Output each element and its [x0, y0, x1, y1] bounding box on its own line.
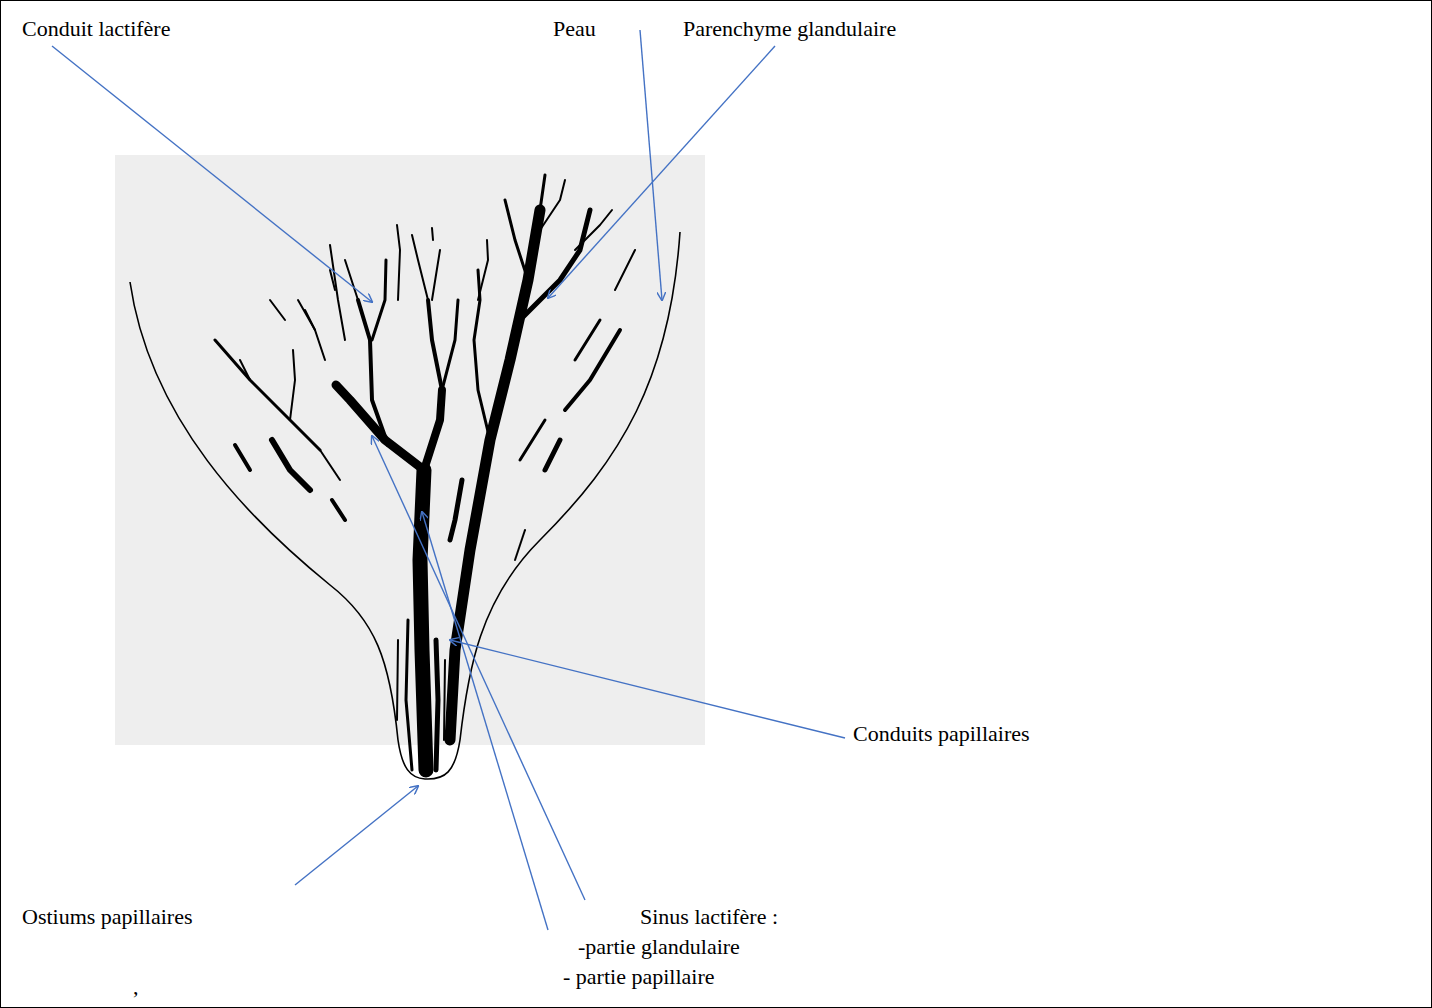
part-label: -partie glandulaire: [578, 935, 740, 959]
part-label: - partie papillaire: [563, 965, 714, 989]
part-label: Conduits papillaires: [853, 722, 1030, 746]
part-label: Ostiums papillaires: [22, 905, 192, 929]
leader-lines: [52, 30, 845, 930]
part-label: Conduit lactifère: [22, 17, 170, 41]
part-label: ,: [133, 975, 139, 999]
duct-system: [215, 175, 635, 770]
skin-outline: [130, 232, 680, 779]
part-label: Parenchyme glandulaire: [683, 17, 896, 41]
picture-ground: [115, 155, 705, 745]
part-label: Peau: [553, 17, 596, 41]
part-label: Sinus lactifère :: [640, 905, 778, 929]
